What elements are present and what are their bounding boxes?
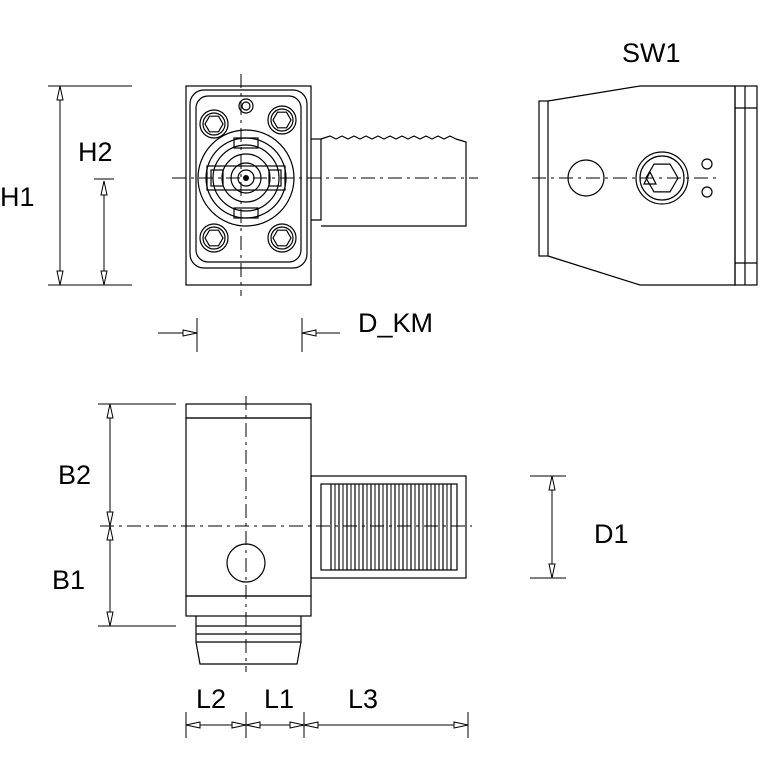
front-body-outline <box>185 85 312 286</box>
label-sw1: SW1 <box>622 38 681 68</box>
label-d1: D1 <box>594 519 629 549</box>
label-b1: B1 <box>52 565 85 595</box>
thread-grooves <box>330 484 452 570</box>
front-view <box>172 74 478 296</box>
bolt-icon <box>199 223 229 253</box>
label-l1: L1 <box>264 684 294 714</box>
dim-h2 <box>94 178 114 286</box>
bolt-icon <box>267 105 297 135</box>
label-b2: B2 <box>58 460 91 490</box>
label-h1: H1 <box>0 182 35 212</box>
top-body-outline <box>185 417 312 597</box>
label-d-km: D_KM <box>358 308 433 338</box>
label-h2: H2 <box>78 137 113 167</box>
side-view <box>532 85 758 286</box>
dim-l <box>185 712 469 738</box>
dim-d-km <box>158 318 340 352</box>
dim-b <box>98 403 176 627</box>
label-l3: L3 <box>348 684 378 714</box>
bolt-icon <box>267 223 297 253</box>
top-view <box>100 396 472 672</box>
dim-d1 <box>530 475 566 579</box>
dim-h1 <box>48 85 132 286</box>
label-l2: L2 <box>196 684 226 714</box>
bolt-icon <box>199 109 229 139</box>
